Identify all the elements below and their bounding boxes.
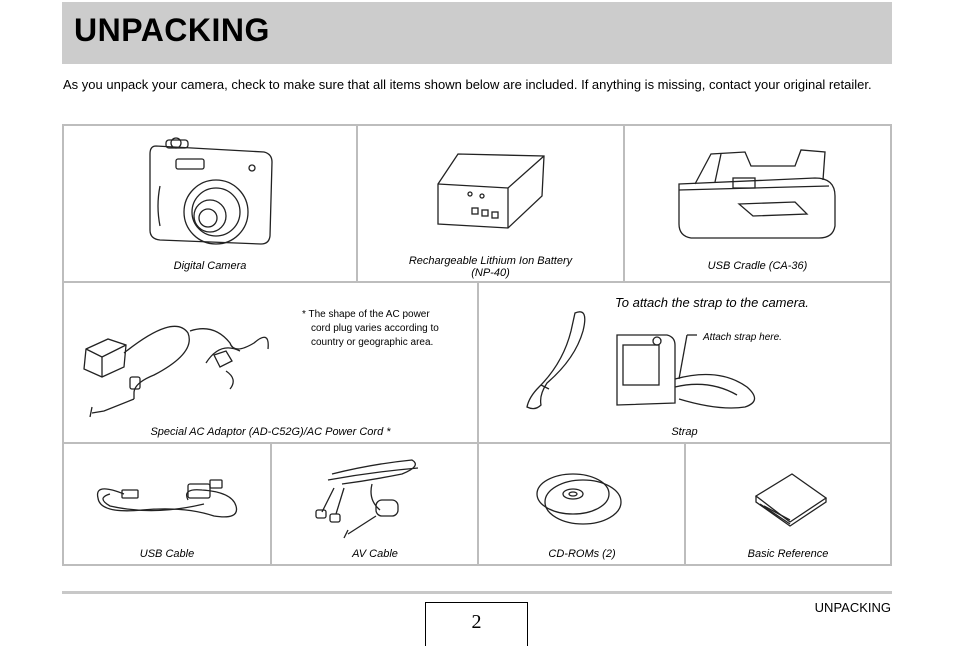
battery-illustration (437, 153, 545, 229)
digital-camera-illustration (149, 137, 273, 245)
ac-adaptor-illustration (83, 325, 269, 418)
cell-cd-roms: CD-ROMs (2) (477, 442, 687, 566)
basic-reference-illustration (754, 473, 828, 527)
caption-usb-cradle: USB Cradle (CA-36) (707, 260, 808, 272)
caption-cd-roms: CD-ROMs (2) (548, 548, 616, 560)
adaptor-note-line3: country or geographic area. (311, 337, 434, 348)
cell-battery: Rechargeable Lithium Ion Battery (NP-40) (356, 124, 625, 283)
caption-digital-camera: Digital Camera (173, 260, 247, 272)
caption-battery-line1: Rechargeable Lithium Ion Battery (408, 255, 573, 267)
caption-basic-reference: Basic Reference (747, 548, 829, 560)
adaptor-note-line1: * The shape of the AC power (302, 309, 430, 320)
caption-av-cable: AV Cable (352, 548, 398, 560)
usb-cable-illustration (96, 479, 238, 518)
footer-rule (62, 591, 892, 594)
caption-strap: Strap (671, 426, 698, 438)
cell-usb-cable: USB Cable (62, 442, 272, 566)
cd-roms-illustration (536, 473, 622, 525)
page-number: 2 (425, 602, 528, 646)
footer-section-label: UNPACKING (814, 600, 891, 615)
caption-ac-adaptor: Special AC Adaptor (AD-C52G)/AC Power Co… (150, 426, 391, 438)
cell-usb-cradle: USB Cradle (CA-36) (623, 124, 892, 283)
cell-ac-adaptor: * The shape of the AC power cord plug va… (62, 281, 479, 444)
strap-illustration (526, 311, 756, 410)
strap-heading: To attach the strap to the camera. (615, 295, 809, 310)
strap-callout: Attach strap here. (703, 332, 782, 343)
adaptor-note-line2: cord plug varies according to (311, 323, 439, 334)
title-bar: UNPACKING (62, 2, 892, 64)
av-cable-illustration (315, 459, 419, 539)
cell-strap: To attach the strap to the camera. Attac… (477, 281, 892, 444)
cell-digital-camera: Digital Camera (62, 124, 358, 283)
caption-usb-cable: USB Cable (139, 548, 195, 560)
cell-av-cable: AV Cable (270, 442, 480, 566)
cell-basic-reference: Basic Reference (684, 442, 892, 566)
caption-battery-line2: (NP-40) (471, 267, 510, 279)
intro-text: As you unpack your camera, check to make… (63, 77, 872, 92)
usb-cradle-illustration (678, 149, 836, 239)
page-title: UNPACKING (74, 12, 270, 48)
